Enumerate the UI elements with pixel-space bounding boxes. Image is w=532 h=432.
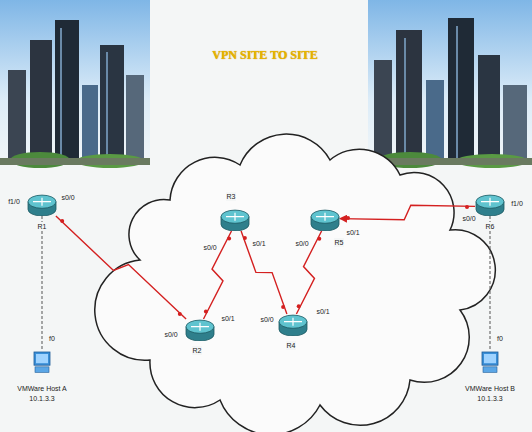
router-name: R1 [37,222,48,231]
link-dot [227,237,231,241]
interface-label: s0/1 [221,314,234,323]
link-dot [204,309,208,313]
interface-label: s0/1 [252,239,265,248]
link-dot [346,216,350,220]
serial-link [241,231,287,314]
link-dot [317,237,321,241]
pc-icon [33,351,51,373]
ethernet-link [42,216,43,351]
router-node: R4 [278,314,308,336]
host-node: VMWare Host B10.1.3.3 [481,351,499,373]
serial-link [56,216,186,319]
serial-link [204,231,232,319]
ip-address: 10.1.3.3 [476,394,503,403]
ip-address: 10.1.3.3 [28,394,55,403]
router-node: R1 [27,194,57,216]
host-node: VMWare Host A10.1.3.3 [33,351,51,373]
router-node: R2 [185,319,215,341]
router-name: R2 [192,346,203,355]
diagram-title: VPN SITE TO SITE [212,48,317,63]
router-name: R6 [485,222,496,231]
router-icon [475,194,505,216]
router-icon [185,319,215,341]
interface-label: s0/0 [260,315,273,324]
interface-label: s0/0 [61,193,74,202]
link-dot [243,236,247,240]
link-dot [178,312,182,316]
link-dot [281,305,285,309]
city-photo [0,0,150,168]
link-dot [297,304,301,308]
interface-label: s0/0 [295,239,308,248]
interface-label: s0/1 [346,228,359,237]
router-node: R5 [310,209,340,231]
link-dot [465,205,469,209]
host-name: VMWare Host A [16,384,68,393]
router-icon [310,209,340,231]
interface-label: f0 [497,334,503,343]
router-name: R5 [334,238,345,247]
pc-icon [481,351,499,373]
link-dot [60,219,64,223]
interface-label: f1/0 [8,197,20,206]
interface-label: f1/0 [511,199,523,208]
interface-label: f0 [49,334,55,343]
city-photo [368,0,532,168]
router-name: R4 [286,341,297,350]
interface-label: s0/1 [316,307,329,316]
router-icon [220,209,250,231]
router-icon [27,194,57,216]
host-name: VMWare Host B [464,384,516,393]
interface-label: s0/0 [164,330,177,339]
router-icon [278,314,308,336]
router-node: R6 [475,194,505,216]
interface-label: s0/0 [462,214,475,223]
ethernet-link [490,216,491,351]
serial-link [340,205,475,220]
router-name: R3 [226,192,237,201]
router-node: R3 [220,209,250,231]
network-cloud [95,134,496,432]
interface-label: s0/0 [203,243,216,252]
